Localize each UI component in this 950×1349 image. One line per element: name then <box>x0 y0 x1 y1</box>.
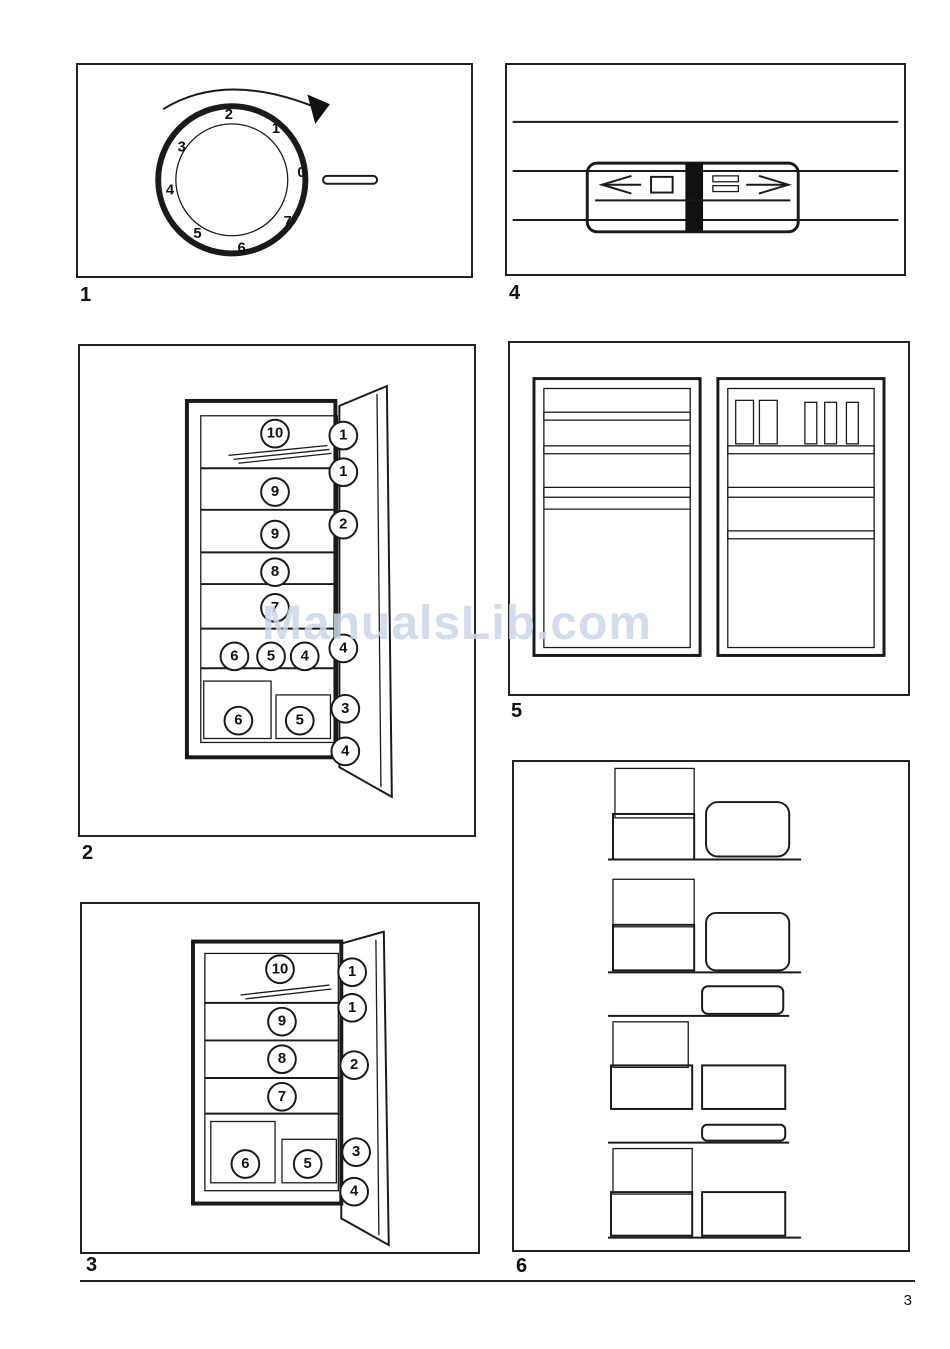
svg-text:9: 9 <box>278 1014 286 1030</box>
callout-1b: 1 <box>329 458 357 486</box>
callout-6b: 6 <box>225 707 253 735</box>
callout-4c: 4 <box>331 738 359 766</box>
svg-text:7: 7 <box>271 600 279 616</box>
svg-text:4: 4 <box>301 648 310 664</box>
callout-1a: 1 <box>329 422 357 450</box>
dial-number-6: 6 <box>238 241 246 257</box>
svg-text:10: 10 <box>272 961 288 977</box>
callout-4: 4 <box>340 1178 368 1206</box>
figure-3-fridge-layout-compact: 10 1 1 9 8 2 7 6 5 3 4 <box>80 902 480 1254</box>
dial-number-2: 2 <box>225 107 233 123</box>
fridge-compact-illustration: 10 1 1 9 8 2 7 6 5 3 4 <box>82 904 478 1252</box>
svg-text:4: 4 <box>350 1184 359 1200</box>
svg-text:5: 5 <box>267 648 275 664</box>
containers-illustration <box>514 762 908 1250</box>
callout-6: 6 <box>232 1150 260 1178</box>
callout-5: 5 <box>294 1150 322 1178</box>
dial-number-3: 3 <box>178 139 186 155</box>
shelf-support-illustration <box>507 65 904 274</box>
figure-2-label: 2 <box>82 842 93 865</box>
footer-rule <box>80 1280 915 1282</box>
callout-10: 10 <box>266 955 294 983</box>
fridge-pair-illustration <box>510 343 908 694</box>
figure-4-shelf-support <box>505 63 906 276</box>
svg-text:7: 7 <box>278 1089 286 1105</box>
figure-5-fridge-comparison <box>508 341 910 696</box>
dial-number-7: 7 <box>284 214 292 230</box>
figure-5-label: 5 <box>511 700 522 723</box>
callout-4b: 4 <box>329 635 357 663</box>
svg-text:8: 8 <box>278 1051 286 1067</box>
callout-2: 2 <box>329 511 357 539</box>
svg-text:3: 3 <box>341 701 349 717</box>
callout-10: 10 <box>261 420 289 448</box>
svg-text:1: 1 <box>339 464 347 480</box>
dial-number-0: 0 <box>297 165 305 181</box>
figure-2-fridge-layout-tall: 10 1 1 9 2 9 8 7 6 5 4 4 6 5 3 4 <box>78 344 476 837</box>
dial-number-5: 5 <box>193 226 201 242</box>
callout-3: 3 <box>342 1138 370 1166</box>
callout-9a: 9 <box>261 478 289 506</box>
dial-number-4: 4 <box>166 183 175 199</box>
dial-number-1: 1 <box>272 121 280 137</box>
figure-4-label: 4 <box>509 282 520 305</box>
callout-2: 2 <box>340 1051 368 1079</box>
callout-1b: 1 <box>338 994 366 1022</box>
figure-3-label: 3 <box>86 1254 97 1277</box>
svg-text:3: 3 <box>352 1144 360 1160</box>
callout-8: 8 <box>261 558 289 586</box>
callout-3: 3 <box>331 695 359 723</box>
dial-illustration: 0 1 2 3 4 5 6 7 <box>78 65 471 276</box>
svg-text:1: 1 <box>339 428 347 444</box>
svg-text:9: 9 <box>271 484 279 500</box>
svg-text:6: 6 <box>230 648 238 664</box>
svg-text:4: 4 <box>341 743 350 759</box>
svg-text:6: 6 <box>234 713 242 729</box>
callout-8: 8 <box>268 1045 296 1073</box>
dial-indicator <box>323 176 377 184</box>
figure-6-food-containers <box>512 760 910 1252</box>
svg-text:2: 2 <box>339 517 347 533</box>
svg-text:2: 2 <box>350 1057 358 1073</box>
callout-7: 7 <box>268 1083 296 1111</box>
svg-text:6: 6 <box>241 1156 249 1172</box>
svg-text:5: 5 <box>296 713 304 729</box>
callout-5b: 5 <box>286 707 314 735</box>
callout-7: 7 <box>261 594 289 622</box>
svg-text:1: 1 <box>348 1000 356 1016</box>
figure-1-label: 1 <box>80 284 91 307</box>
svg-text:10: 10 <box>267 426 284 442</box>
callout-5a: 5 <box>257 642 285 670</box>
page-number: 3 <box>904 1292 912 1309</box>
svg-text:4: 4 <box>339 640 348 656</box>
arrow-head <box>307 94 330 123</box>
figure-6-label: 6 <box>516 1255 527 1278</box>
callout-1a: 1 <box>338 958 366 986</box>
svg-text:8: 8 <box>271 564 279 580</box>
svg-text:9: 9 <box>271 527 279 543</box>
svg-text:5: 5 <box>304 1156 312 1172</box>
svg-text:1: 1 <box>348 964 356 980</box>
callout-6a: 6 <box>221 642 249 670</box>
figure-1-thermostat-dial: 0 1 2 3 4 5 6 7 <box>76 63 473 278</box>
callout-9: 9 <box>268 1008 296 1036</box>
callout-4a: 4 <box>291 642 319 670</box>
callout-9b: 9 <box>261 521 289 549</box>
